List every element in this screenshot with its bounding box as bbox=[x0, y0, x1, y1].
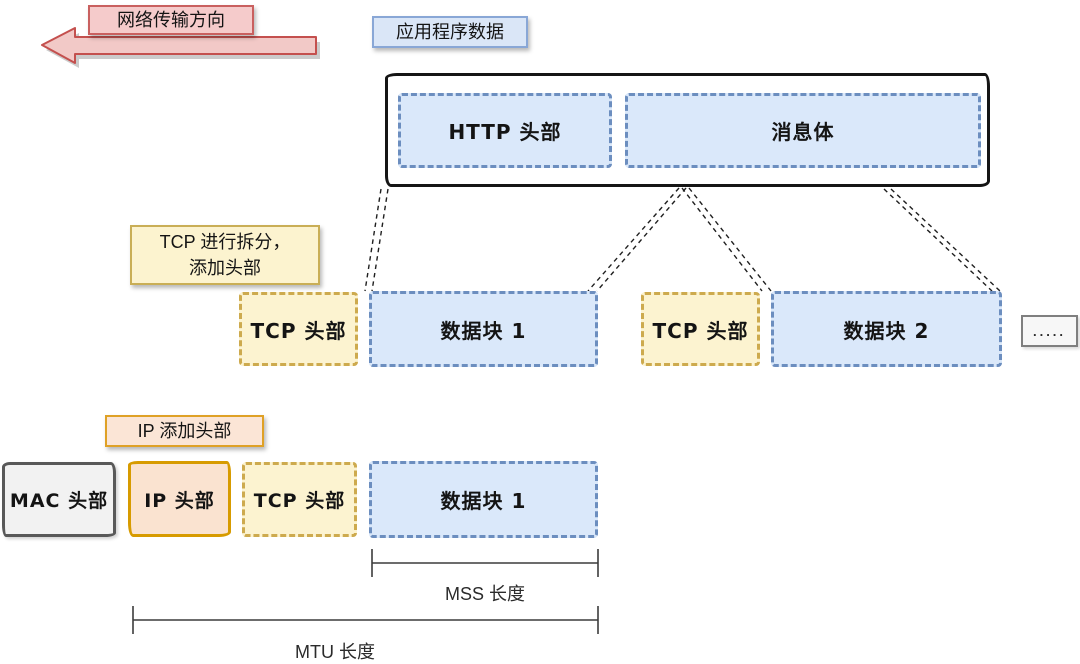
tcp-header-text-3: TCP 头部 bbox=[253, 490, 346, 512]
tcp-header-text-1: TCP 头部 bbox=[250, 318, 347, 343]
mac-header-text: MAC 头部 bbox=[9, 490, 109, 512]
message-body-text: 消息体 bbox=[771, 120, 835, 144]
flow-arrow-shadow bbox=[46, 33, 320, 68]
application-data-label: 应用程序数据 bbox=[372, 16, 528, 48]
mac-header-box: MAC 头部 bbox=[2, 462, 116, 537]
connector-fan-left-pair bbox=[587, 187, 687, 292]
connector-left-pair bbox=[364, 188, 389, 292]
tcp-split-text-line1: TCP 进行拆分， bbox=[159, 232, 291, 252]
tcp-split-text-line2: 添加头部 bbox=[189, 258, 261, 278]
data-block-text-3: 数据块 1 bbox=[440, 489, 527, 513]
data-block-box-2: 数据块 2 bbox=[771, 291, 1002, 367]
ip-header-text: IP 头部 bbox=[144, 489, 215, 512]
connector-fan-right-pair bbox=[681, 187, 772, 292]
tcp-header-box-1: TCP 头部 bbox=[239, 292, 358, 366]
application-data-text: 应用程序数据 bbox=[396, 22, 504, 42]
http-header-box: HTTP 头部 bbox=[398, 93, 612, 168]
data-block-box-1: 数据块 1 bbox=[369, 291, 598, 367]
more-segments-box: ..... bbox=[1021, 315, 1078, 347]
tcp-split-label: TCP 进行拆分， 添加头部 bbox=[130, 225, 320, 285]
message-body-box: 消息体 bbox=[625, 93, 981, 168]
data-block-text-2: 数据块 2 bbox=[843, 318, 930, 343]
mss-length-label: MSS 长度 bbox=[444, 584, 525, 604]
tcp-header-box-2: TCP 头部 bbox=[641, 292, 760, 366]
tcp-header-box-3: TCP 头部 bbox=[242, 462, 357, 537]
http-header-text: HTTP 头部 bbox=[448, 120, 562, 144]
connector-right-pair bbox=[883, 188, 1001, 292]
more-segments-text: ..... bbox=[1032, 323, 1067, 339]
mtu-bracket bbox=[132, 606, 599, 634]
ip-header-box: IP 头部 bbox=[128, 461, 231, 537]
ip-add-header-label: IP 添加头部 bbox=[105, 415, 264, 447]
ip-add-header-text: IP 添加头部 bbox=[137, 421, 232, 441]
mtu-length-label: MTU 长度 bbox=[295, 642, 375, 662]
split-connectors bbox=[364, 187, 1001, 292]
flow-direction-label: 网络传输方向 bbox=[88, 5, 254, 35]
data-block-text-1: 数据块 1 bbox=[440, 318, 527, 343]
mss-bracket bbox=[371, 549, 599, 577]
flow-direction-text: 网络传输方向 bbox=[117, 10, 225, 30]
tcp-header-text-2: TCP 头部 bbox=[652, 318, 749, 343]
data-block-box-3: 数据块 1 bbox=[369, 461, 598, 538]
